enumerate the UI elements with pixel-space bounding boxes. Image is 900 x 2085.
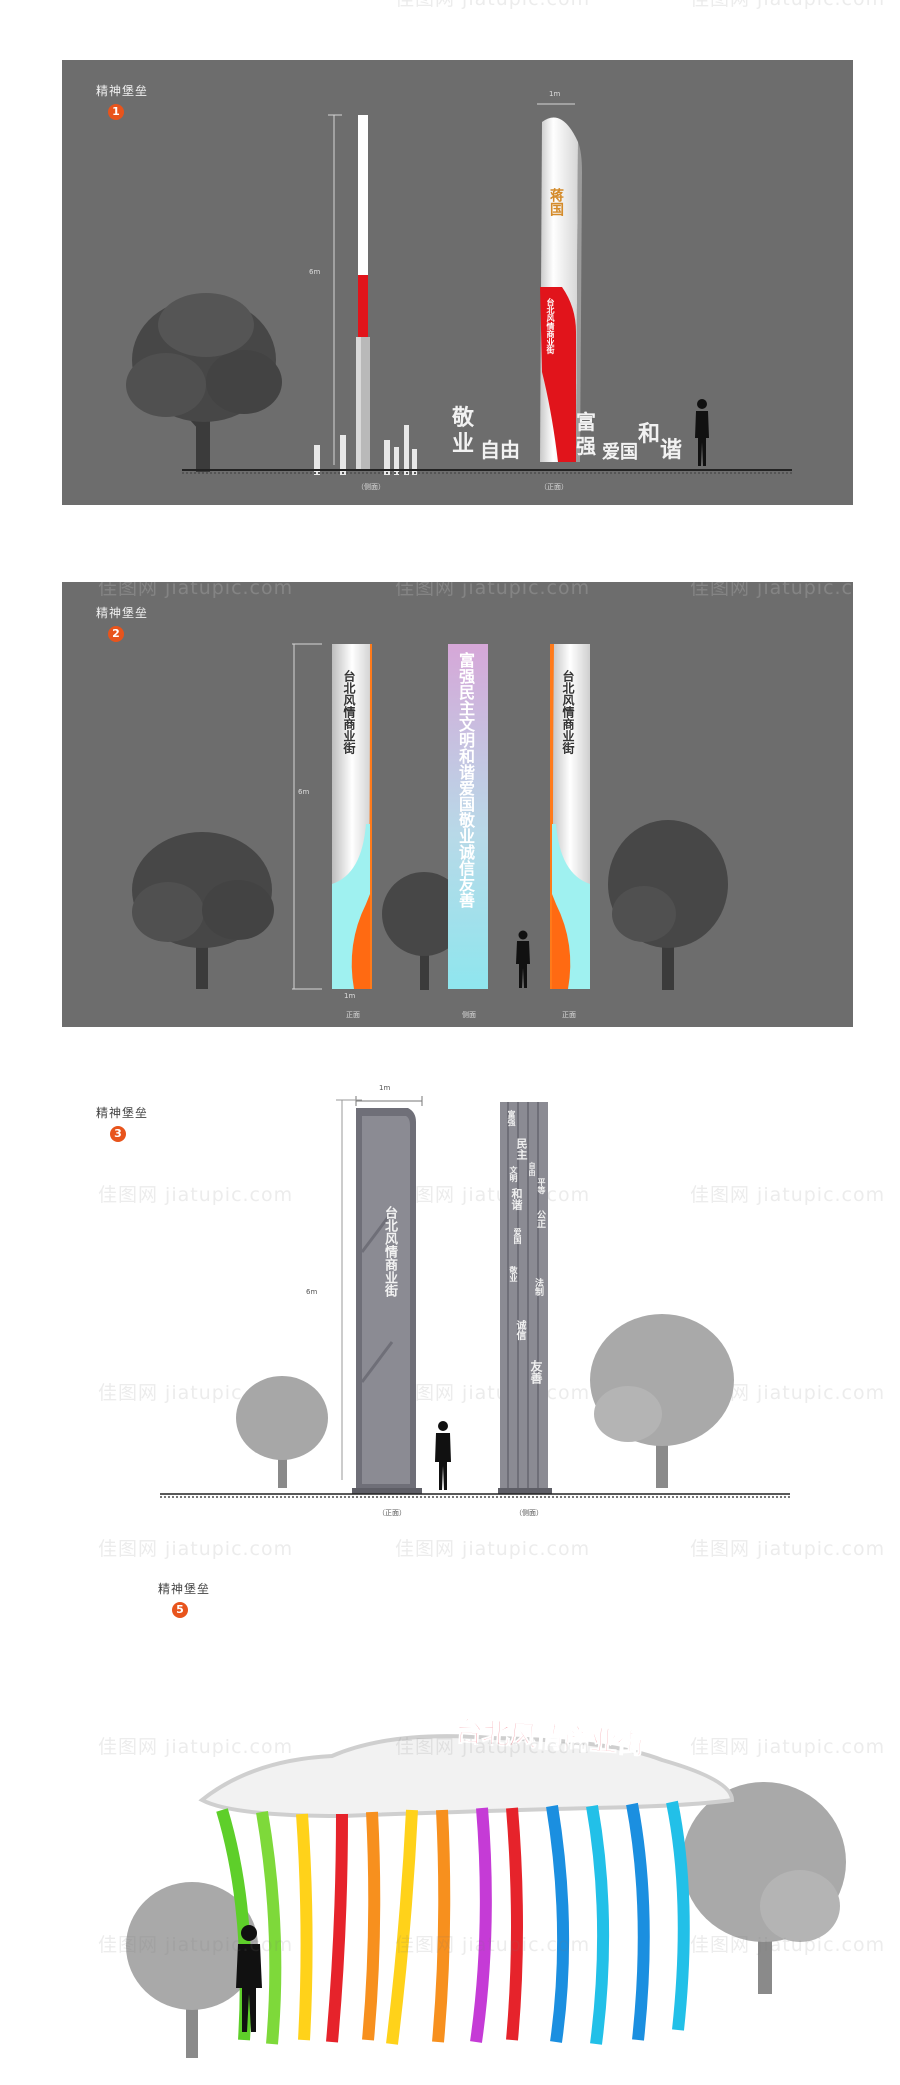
section-5-title: 精神堡垒 [158,1582,211,1596]
left-pillar-name: 台北风情商业街 [342,670,356,754]
height-dimension-line [336,1099,362,1480]
word-ziyou: 自由 [480,438,520,462]
height-dimension-label: 6m [306,1288,318,1296]
watermark: 佳图网 jiatupic.com [690,1184,886,1206]
side-view-label: （侧面） [357,483,385,491]
side-view-label: （侧面） [515,1509,543,1517]
word-aiguo: 爱国 [602,442,638,463]
front-view-label: （正面） [378,1509,406,1517]
tree-icon [590,1314,734,1488]
right-front-pillar [550,644,590,989]
height-dimension-label: 6m [309,268,321,276]
section-1-title: 精神堡垒 [96,84,149,98]
value-word: 文明 [509,1166,518,1182]
watermark: 佳图网 jiatupic.com [98,1184,294,1206]
section-3-title: 精神堡垒 [96,1106,149,1120]
person-silhouette-icon [695,399,709,466]
word-qiang: 强 [576,434,596,458]
height-dimension-line [328,114,342,465]
watermark: 佳图网 jiatupic.com [98,1736,294,1758]
tree-icon [382,872,466,990]
value-word: 法制 [533,1278,543,1296]
section-2-title: 精神堡垒 [96,606,149,620]
word-jing: 敬 [452,406,475,431]
section-2-number-badge: 2 [108,626,124,642]
section-3: 精神堡垒 3 佳图网 jiatupic.com 佳图网 jiatupic.com… [0,1060,900,1530]
watermark: 佳图网 jiatupic.com [395,577,591,599]
value-word: 和谐 [510,1188,523,1210]
section-3-number-badge: 3 [110,1126,126,1142]
person-silhouette-icon [236,1925,262,2032]
watermark: 佳图网 jiatupic.com [395,1382,591,1404]
section-5-number-badge: 5 [172,1602,188,1618]
person-silhouette-icon [435,1421,451,1490]
value-word: 平等 [537,1178,546,1194]
value-word: 爱国 [513,1228,522,1244]
front-view-label: （正面） [540,483,568,491]
top-dimension-line [355,1096,423,1106]
ground-bars [314,425,417,475]
tree-icon [132,832,274,989]
watermark: 佳图网 jiatupic.com [690,1736,886,1758]
watermark: 佳图网 jiatupic.com [98,1934,294,1956]
section-1-number-badge: 1 [108,104,124,120]
tree-icon [608,820,728,990]
word-fu: 富 [576,410,596,434]
top-dimension-label: 1m [549,90,561,98]
front-view-label: 正面 [346,1011,360,1019]
right-pillar-name: 台北风情商业街 [561,670,575,754]
tree-icon [682,1782,846,1994]
watermark: 佳图网 jiatupic.com [395,1184,591,1206]
watermark: 佳图网 jiatupic.com [690,0,885,11]
front-pillar [352,1108,422,1494]
word-ye: 业 [452,432,475,457]
watermark: 佳图网 jiatupic.com [395,1934,591,1956]
pillar-name-text: 台北风情商业街 [546,298,555,354]
value-word: 诚信 [514,1320,525,1340]
value-word: 公正 [535,1210,545,1228]
side-pillar [356,115,370,469]
section-2-panel: 精神堡垒 2 6m 1m 台北风情商业街 [62,582,853,1027]
value-word: 民主 [515,1138,528,1160]
ground-line [182,469,792,474]
watermark: 佳图网 jiatupic.com [690,1382,886,1404]
value-word: 友善 [529,1360,543,1384]
values-text: 富强民主文明和谐爱国敬业诚信友善 [456,652,475,908]
watermark: 佳图网 jiatupic.com [690,577,886,599]
watermark: 佳图网 jiatupic.com [395,0,590,11]
front-pillar [540,117,582,462]
left-front-pillar [332,644,372,989]
side-view-label: 侧面 [462,1011,476,1019]
tree-icon [126,1882,258,2058]
height-dimension-label: 6m [298,788,310,796]
watermark: 佳图网 jiatupic.com [690,1538,886,1560]
middle-side-pillar [448,644,488,989]
bottom-dimension-label: 1m [344,992,356,1000]
watermark: 佳图网 jiatupic.com [690,1934,886,1956]
value-word: 自由 [528,1162,536,1176]
rainbow-arch-structure [198,1734,735,2045]
section-1-panel: 精神堡垒 1 6m 1m [62,60,853,505]
pillar-name-text: 台北风情商业街 [382,1206,397,1297]
section-5: 佳图网 jiatupic.com 佳图网 jiatupic.com 佳图网 ji… [0,1538,900,2085]
person-silhouette-icon [516,930,530,988]
tree-icon [126,293,282,472]
watermark: 佳图网 jiatupic.com [98,577,294,599]
value-word: 富强 [507,1110,516,1126]
word-xie: 谐 [660,438,683,463]
watermark: 佳图网 jiatupic.com [395,1538,591,1560]
value-word: 敬业 [509,1266,518,1282]
top-dimension-line [537,103,575,105]
front-view-label: 正面 [562,1011,576,1019]
height-dimension-line [292,643,322,990]
top-dimension-label: 1m [379,1084,391,1092]
watermark: 佳图网 jiatupic.com [395,1736,591,1758]
tree-icon [236,1376,328,1488]
side-pillar [498,1102,552,1494]
word-he: 和 [638,422,661,447]
watermark: 佳图网 jiatupic.com [98,1538,294,1560]
pillar-brand-text: 蒋国 [548,188,564,216]
ground-line [160,1493,790,1498]
